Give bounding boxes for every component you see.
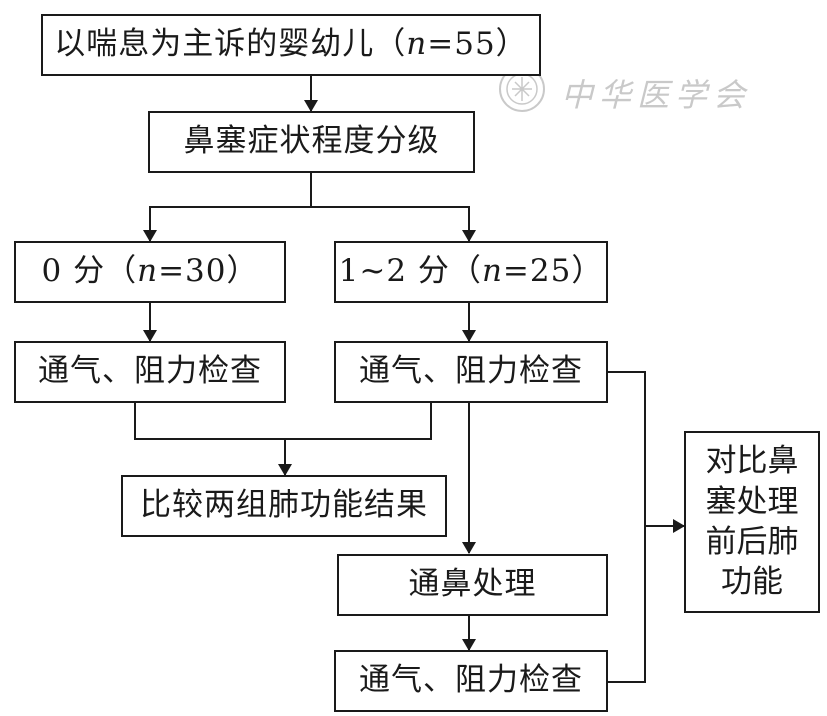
node-left-group: 0 分（n=30） xyxy=(14,241,286,303)
node-left-test: 通气、阻力检查 xyxy=(14,341,286,403)
node-top-n-val: =55） xyxy=(427,26,528,63)
node-compare-label: 比较两组肺功能结果 xyxy=(140,487,428,524)
node-right-group-n-val: =25） xyxy=(502,253,604,290)
node-side: 对比鼻 塞处理 前后肺 功能 xyxy=(684,431,820,613)
node-top-label: 以喘息为主诉的婴幼儿（ xyxy=(54,26,407,63)
node-post-test-label: 通气、阻力检查 xyxy=(359,662,583,699)
edge-tests-to-side-bracket xyxy=(608,371,646,683)
node-grade-label: 鼻塞症状程度分级 xyxy=(183,123,440,160)
node-side-line-1: 对比鼻 xyxy=(705,443,799,480)
node-side-line-2: 塞处理 xyxy=(705,483,799,520)
node-top-n-var: n xyxy=(406,26,428,63)
node-treat-label: 通鼻处理 xyxy=(408,566,537,603)
edge-grade-split xyxy=(143,173,312,242)
node-treat: 通鼻处理 xyxy=(337,554,608,616)
node-left-test-label: 通气、阻力检查 xyxy=(38,353,262,390)
node-right-test: 通气、阻力检查 xyxy=(334,341,608,403)
node-side-line-3: 前后肺 xyxy=(705,524,799,560)
node-top: 以喘息为主诉的婴幼儿（n=55） xyxy=(41,14,541,76)
node-grade: 鼻塞症状程度分级 xyxy=(148,111,475,173)
node-right-test-label: 通气、阻力检查 xyxy=(359,353,583,390)
watermark-text: 中华医学会 xyxy=(561,76,752,114)
node-left-group-n-var: n xyxy=(137,253,159,290)
node-right-group: 1~2 分（n=25） xyxy=(334,241,608,303)
watermark: 中华医学会 xyxy=(497,60,777,120)
edge-left-test-merge xyxy=(134,403,432,440)
node-right-group-label: 1~2 分（ xyxy=(338,253,482,290)
node-left-group-n-val: =30） xyxy=(158,253,259,290)
edge-grade-to-right-group xyxy=(311,206,476,242)
node-post-test: 通气、阻力检查 xyxy=(334,650,608,712)
node-right-group-n-var: n xyxy=(481,253,503,290)
node-side-line-4: 功能 xyxy=(721,564,783,601)
node-left-group-label: 0 分（ xyxy=(41,253,138,290)
node-compare: 比较两组肺功能结果 xyxy=(121,475,447,537)
